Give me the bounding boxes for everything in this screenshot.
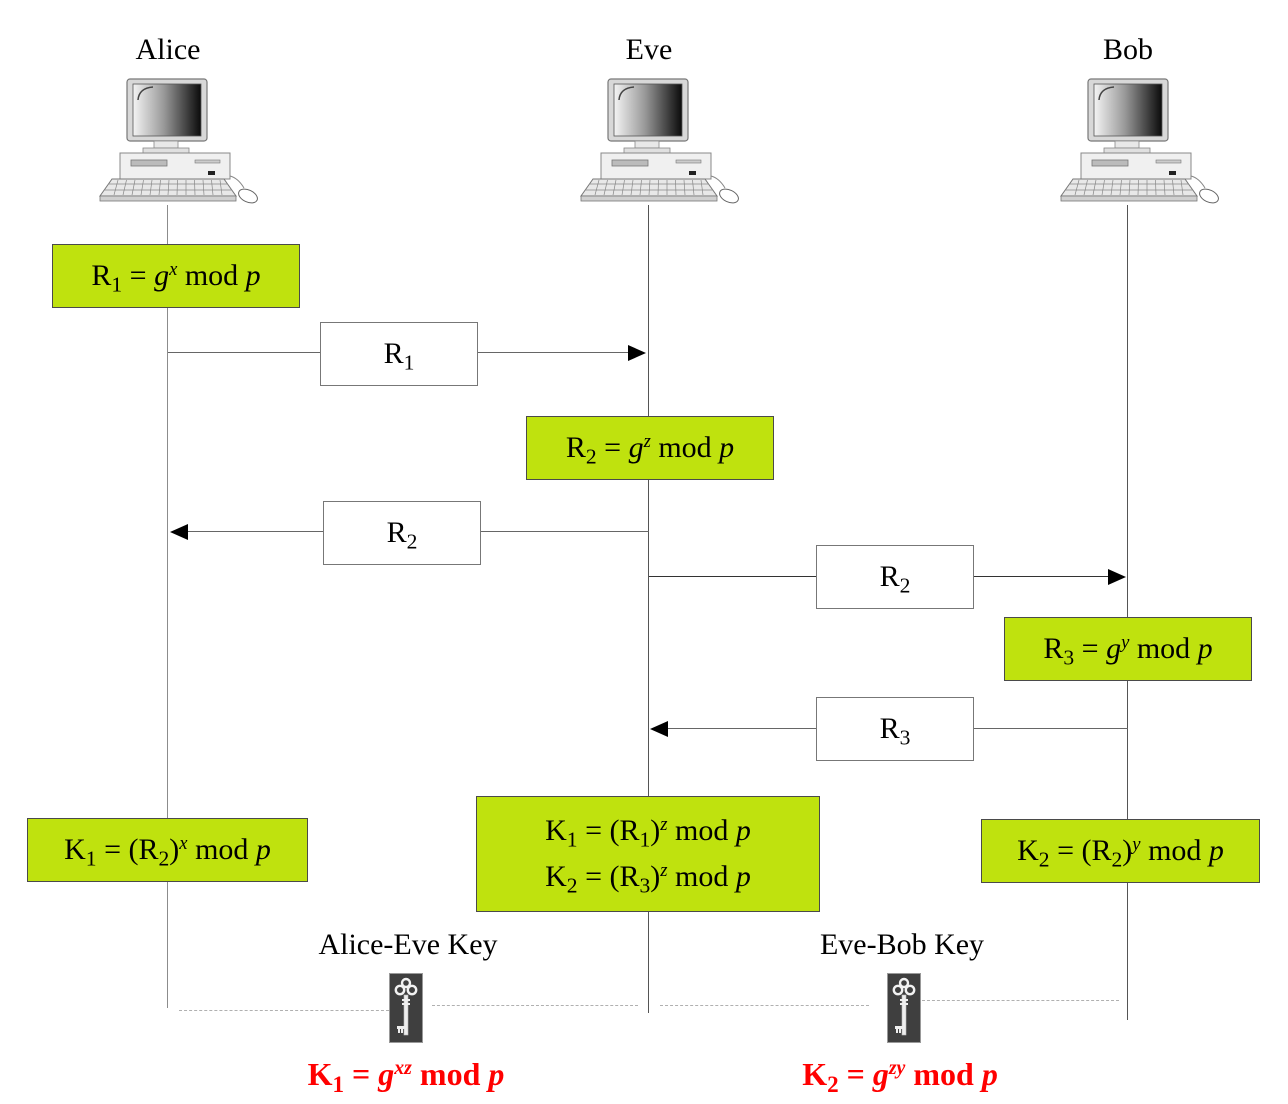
key-label-alice-eve: Alice-Eve Key — [318, 928, 498, 961]
computer-icon — [1059, 78, 1219, 208]
key-link-dashed — [179, 1010, 389, 1011]
compute-box-alice-k1: K1 = (R2)x mod p — [27, 818, 308, 882]
message-line — [973, 728, 1128, 729]
key-link-dashed — [922, 1000, 1119, 1001]
message-line — [168, 352, 320, 353]
message-line — [973, 576, 1109, 577]
actor-label-bob: Bob — [1102, 33, 1153, 66]
arrow-left-icon — [170, 524, 188, 540]
actor-label-alice: Alice — [135, 33, 201, 66]
key-icon — [887, 973, 921, 1043]
message-line — [480, 531, 649, 532]
computer-icon — [98, 78, 258, 208]
mouse-icon — [719, 188, 739, 204]
key-label-eve-bob: Eve-Bob Key — [819, 928, 985, 961]
compute-box-bob-k2: K2 = (R2)y mod p — [981, 819, 1260, 883]
message-line — [477, 352, 629, 353]
arrow-left-icon — [650, 721, 668, 737]
lifeline-eve — [648, 205, 649, 1013]
compute-box-eve-keys: K1 = (R1)z mod p K2 = (R3)z mod p — [476, 796, 820, 912]
shared-key-k2: K2 = gzy mod p — [802, 1056, 998, 1097]
key-link-dashed — [432, 1005, 638, 1006]
actor-label-eve: Eve — [625, 33, 673, 66]
mouse-icon — [238, 188, 258, 204]
computer-icon — [579, 78, 739, 208]
key-link-dashed — [660, 1005, 869, 1006]
arrow-right-icon — [628, 345, 646, 361]
compute-box-alice-r1: R1 = gx mod p — [52, 244, 300, 308]
shared-key-k1: K1 = gxz mod p — [307, 1056, 505, 1097]
message-box-r2: R2 — [323, 501, 481, 565]
message-box-r1: R1 — [320, 322, 478, 386]
message-line — [668, 728, 818, 729]
compute-box-eve-r2: R2 = gz mod p — [526, 416, 774, 480]
lifeline-alice — [167, 205, 168, 1008]
message-box-r2-to-bob: R2 — [816, 545, 974, 609]
message-line — [649, 576, 817, 577]
arrow-right-icon — [1108, 569, 1126, 585]
key-icon — [389, 973, 423, 1043]
lifeline-bob — [1127, 205, 1128, 1020]
message-box-r3: R3 — [816, 697, 974, 761]
mouse-icon — [1199, 188, 1219, 204]
message-line — [188, 531, 324, 532]
compute-box-bob-r3: R3 = gy mod p — [1004, 617, 1252, 681]
